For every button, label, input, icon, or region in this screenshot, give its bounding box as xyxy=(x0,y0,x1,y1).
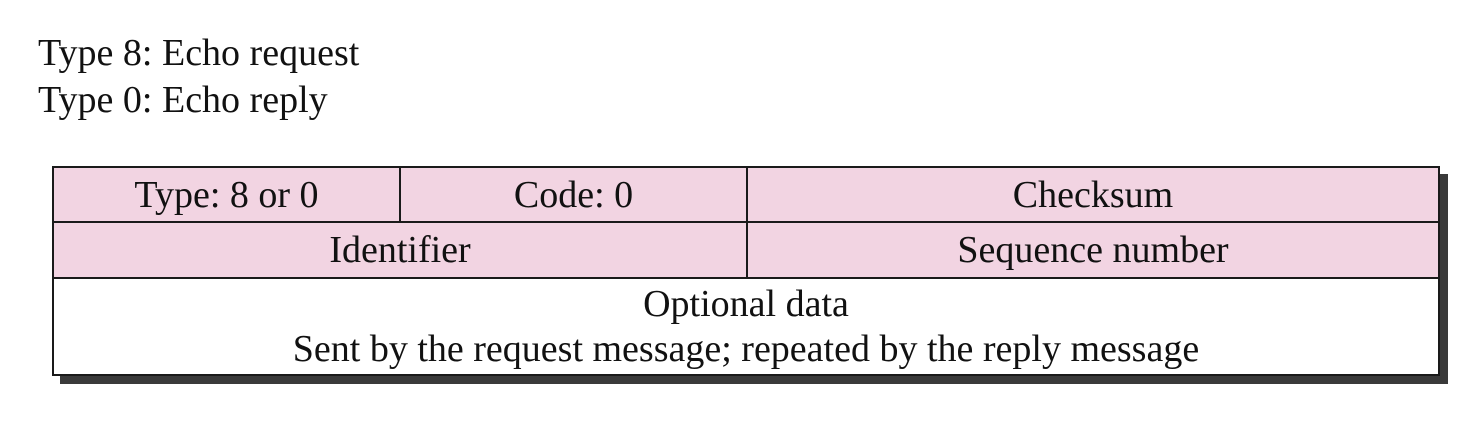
checksum-field: Checksum xyxy=(748,168,1438,223)
optional-data-description: Sent by the request message; repeated by… xyxy=(292,327,1200,370)
packet-frame: Type: 8 or 0 Code: 0 Checksum Identifier… xyxy=(52,166,1440,376)
message-type-legend: Type 8: Echo request Type 0: Echo reply xyxy=(38,30,359,124)
legend-echo-reply: Type 0: Echo reply xyxy=(38,79,328,121)
sequence-number-field: Sequence number xyxy=(748,223,1438,279)
legend-echo-request: Type 8: Echo request xyxy=(38,32,360,74)
identifier-field: Identifier xyxy=(54,223,748,279)
code-field: Code: 0 xyxy=(401,168,748,223)
icmp-echo-packet-diagram: Type: 8 or 0 Code: 0 Checksum Identifier… xyxy=(52,166,1448,384)
type-field: Type: 8 or 0 xyxy=(54,168,401,223)
optional-data-title: Optional data xyxy=(643,282,849,325)
optional-data-field: Optional data Sent by the request messag… xyxy=(54,279,1438,374)
